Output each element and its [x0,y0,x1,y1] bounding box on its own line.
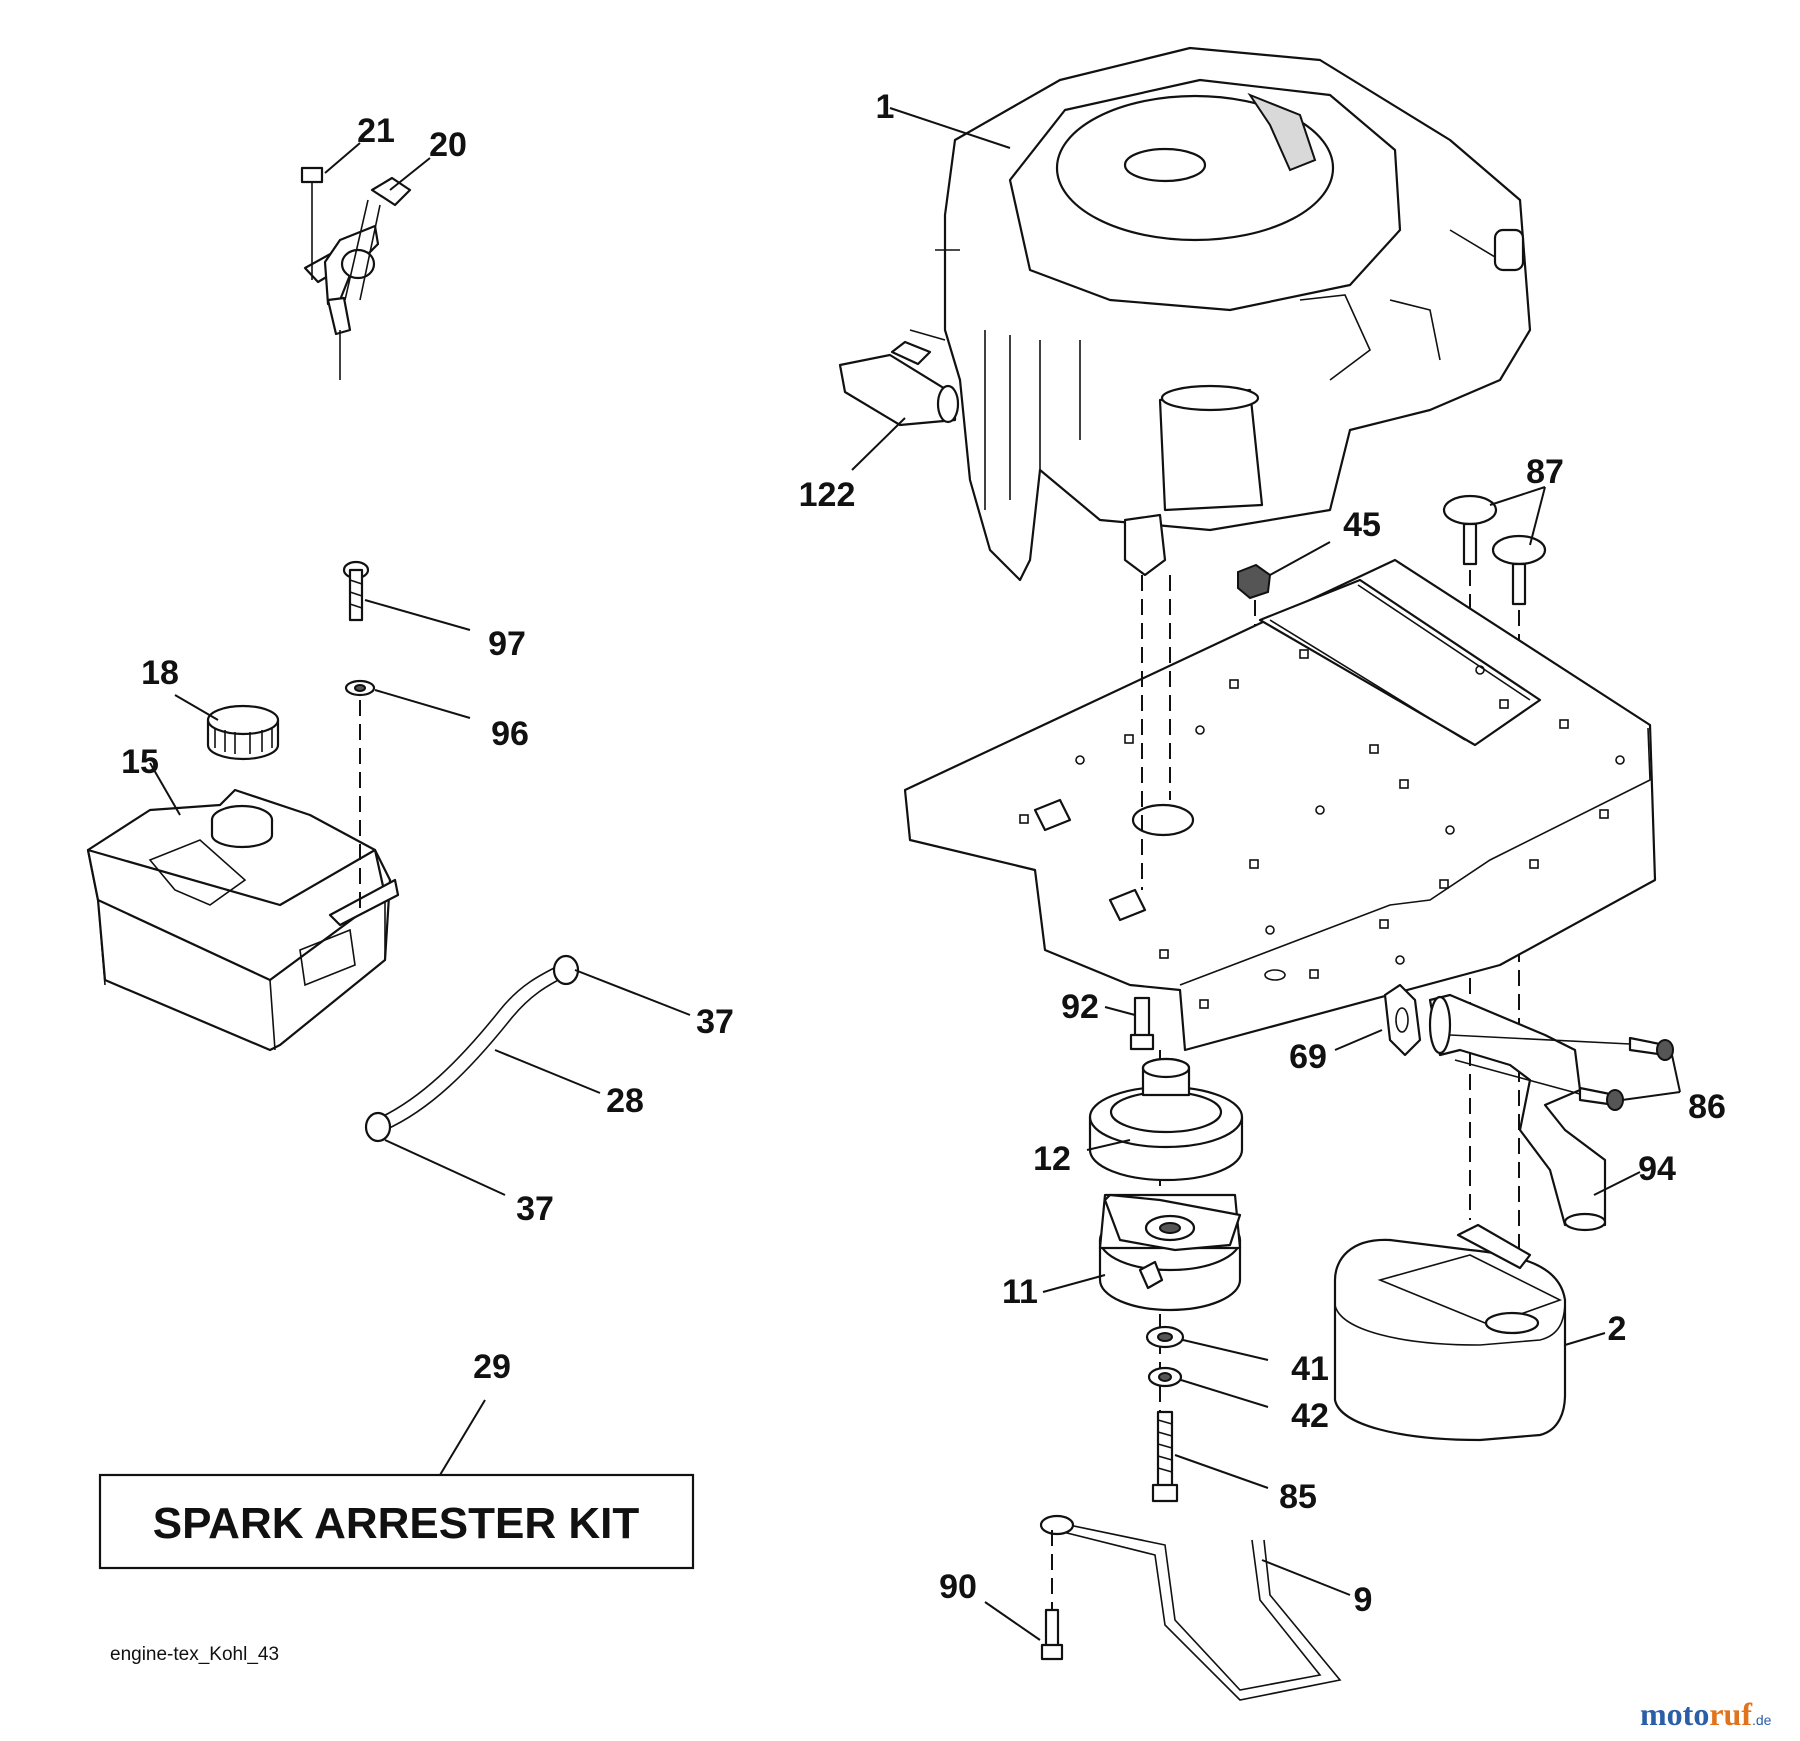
fuel-line-part [364,954,691,1196]
hose-part [838,340,960,471]
spark-arrester-kit-label: SPARK ARRESTER KIT [153,1499,640,1548]
callout-87: 87 [1526,453,1564,491]
callout-2: 2 [1608,1310,1627,1348]
chassis-frame-part [903,558,1657,1052]
callout-122: 122 [799,476,856,514]
washers-part [1145,1325,1269,1408]
callout-96: 96 [491,715,529,753]
watermark-suffix: .de [1752,1712,1772,1728]
pulley-part [1086,1057,1244,1182]
brace-rod-part [1039,1514,1351,1701]
watermark-logo: motoruf.de [1640,1696,1772,1732]
callout-15: 15 [121,743,159,781]
callout-18: 18 [141,654,179,692]
callout-21: 21 [357,112,395,150]
callout-9: 9 [1354,1581,1373,1619]
callout-1: 1 [876,88,895,126]
spark-arrester-kit-box [98,1473,695,1570]
callout-28: 28 [606,1082,644,1120]
gasket-part [1334,983,1422,1057]
callout-20: 20 [429,126,467,164]
engine-part [889,46,1532,582]
callout-12: 12 [1033,1140,1071,1178]
callout-29: 29 [473,1348,511,1386]
clutch-part [1042,1193,1242,1312]
bolt-90-part [984,1530,1064,1661]
callout-69: 69 [1289,1038,1327,1076]
callout-85: 85 [1279,1478,1317,1516]
callout-labels: 1 2 9 11 12 15 18 20 21 28 29 37 37 41 4… [121,88,1726,1619]
callout-90: 90 [939,1568,977,1606]
callout-37-bottom: 37 [516,1190,554,1228]
watermark-part1: moto [1640,1696,1709,1732]
exhaust-screws-part [1449,1034,1681,1111]
exhaust-pipe-part [1428,993,1641,1232]
fuel-cap-part [174,694,280,761]
throttle-bracket-part [300,142,431,380]
callout-45: 45 [1343,506,1381,544]
svg-text:motoruf.de: motoruf.de [1640,1696,1772,1732]
callout-42: 42 [1291,1397,1329,1435]
long-bolt-part [1151,1410,1269,1503]
callout-37-top: 37 [696,1003,734,1041]
callout-41: 41 [1291,1350,1329,1388]
fuel-tank-part [86,762,400,1052]
callout-92: 92 [1061,988,1099,1026]
diagram-reference-code: engine-tex_Kohl_43 [110,1644,279,1665]
tank-screw-part [342,560,471,915]
muffler-part [1333,1223,1606,1442]
watermark-part2: ruf [1709,1696,1752,1732]
callout-86: 86 [1688,1088,1726,1126]
spark-arrester-kit-part: SPARK ARRESTER KIT [98,1399,695,1570]
callout-11: 11 [1002,1273,1038,1311]
callout-94: 94 [1638,1150,1676,1188]
callout-97: 97 [488,625,526,663]
